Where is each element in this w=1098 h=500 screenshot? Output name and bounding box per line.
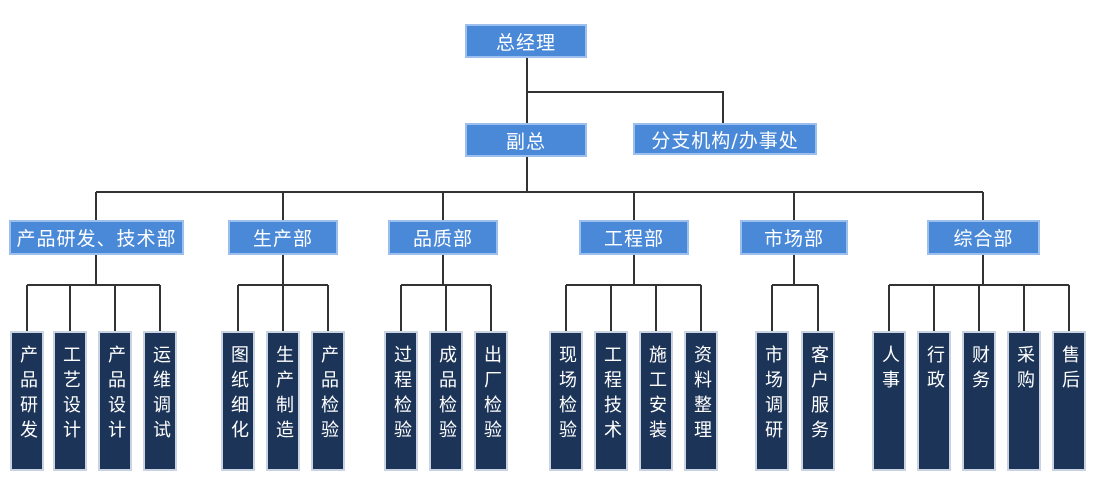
node-branch-offices: 分支机构/办事处: [633, 123, 817, 155]
node-deputy-general-manager: 副总: [465, 123, 587, 157]
leaf-label: 产品设计: [105, 345, 126, 445]
leaf-label: 产品检验: [318, 345, 339, 445]
leaf-process-inspection: 过程检验: [384, 331, 418, 471]
leaf-admin: 行政: [917, 331, 951, 471]
leaf-label: 客户服务: [808, 345, 829, 445]
leaf-label: 采购: [1014, 345, 1035, 395]
connector-dept-rd-tech: [26, 255, 161, 331]
leaf-outgoing-inspection: 出厂检验: [474, 331, 508, 471]
connector-dept-engineering: [565, 255, 702, 331]
leaf-product-rd: 产品研发: [10, 331, 44, 471]
leaf-label: 工程技术: [601, 345, 622, 445]
connector-root-to-level2: [526, 58, 724, 123]
leaf-customer-service: 客户服务: [801, 331, 835, 471]
root-node-general-manager: 总经理: [465, 24, 587, 58]
leaf-label: 过程检验: [391, 345, 412, 445]
connector-level2-to-departments: [95, 157, 984, 220]
leaf-process-design: 工艺设计: [53, 331, 87, 471]
leaf-label: 运维调试: [150, 345, 171, 445]
leaf-engineering-tech: 工程技术: [594, 331, 628, 471]
leaf-product-inspection: 产品检验: [311, 331, 345, 471]
dept-rd-tech: 产品研发、技术部: [9, 220, 184, 255]
leaf-documentation: 资料整理: [684, 331, 718, 471]
leaf-label: 生产制造: [273, 345, 294, 445]
leaf-label: 行政: [924, 345, 945, 395]
leaf-market-research: 市场调研: [755, 331, 789, 471]
leaf-label: 成品检验: [436, 345, 457, 445]
dept-quality: 品质部: [388, 220, 498, 255]
leaf-ops-commissioning: 运维调试: [143, 331, 177, 471]
leaf-finance: 财务: [962, 331, 996, 471]
leaf-procurement: 采购: [1007, 331, 1041, 471]
leaf-site-inspection: 现场检验: [549, 331, 583, 471]
leaf-label: 财务: [969, 345, 990, 395]
dept-production: 生产部: [228, 220, 338, 255]
connector-dept-production: [237, 255, 329, 331]
leaf-drawing-detailing: 图纸细化: [221, 331, 255, 471]
dept-general: 综合部: [927, 220, 1040, 255]
leaf-label: 售后: [1059, 345, 1080, 395]
leaf-manufacturing: 生产制造: [266, 331, 300, 471]
leaf-label: 工艺设计: [60, 345, 81, 445]
leaf-product-design: 产品设计: [98, 331, 132, 471]
leaf-after-sales: 售后: [1052, 331, 1086, 471]
dept-marketing: 市场部: [740, 220, 848, 255]
leaf-label: 产品研发: [17, 345, 38, 445]
leaf-label: 人事: [879, 345, 900, 395]
connector-dept-general: [888, 255, 1070, 331]
leaf-label: 市场调研: [762, 345, 783, 445]
leaf-label: 施工安装: [646, 345, 667, 445]
connector-dept-marketing: [771, 255, 819, 331]
connector-dept-quality: [400, 255, 492, 331]
leaf-construction-install: 施工安装: [639, 331, 673, 471]
leaf-label: 图纸细化: [228, 345, 249, 445]
leaf-label: 资料整理: [691, 345, 712, 445]
leaf-label: 出厂检验: [481, 345, 502, 445]
leaf-hr: 人事: [872, 331, 906, 471]
dept-engineering: 工程部: [579, 220, 689, 255]
leaf-finished-goods-inspection: 成品检验: [429, 331, 463, 471]
leaf-label: 现场检验: [556, 345, 577, 445]
